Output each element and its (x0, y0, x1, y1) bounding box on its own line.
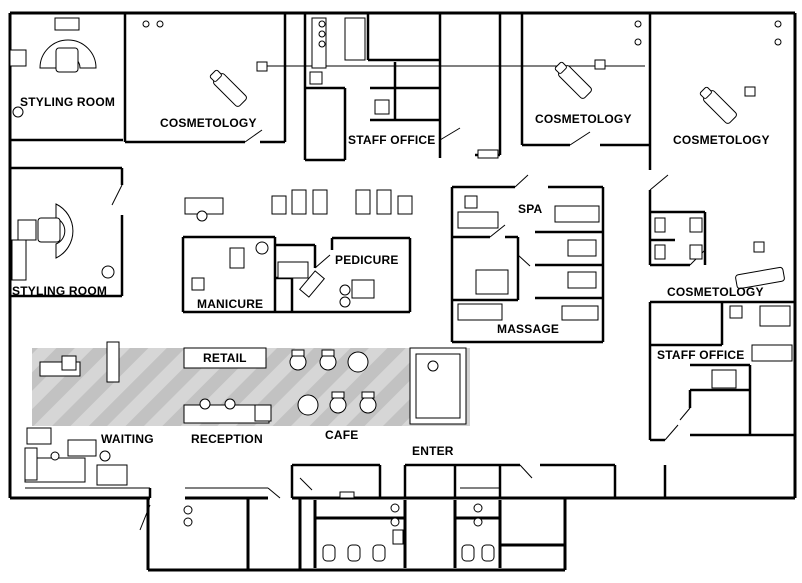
room-label-cosmetology-1: COSMETOLOGY (160, 116, 257, 130)
room-label-retail: RETAIL (203, 351, 247, 365)
room-label-waiting: WAITING (101, 432, 154, 446)
styling-chair-icon (9, 17, 115, 281)
room-label-reception: RECEPTION (191, 432, 263, 446)
room-label-staff-office-right: STAFF OFFICE (657, 348, 745, 362)
restroom-fixtures (183, 491, 495, 562)
room-label-cosmetology-3: COSMETOLOGY (673, 133, 770, 147)
cosmetology-chair-icon (209, 59, 785, 290)
spa-station-icon (457, 195, 600, 321)
room-label-enter: ENTER (412, 444, 454, 458)
outer-walls (8, 11, 797, 572)
room-label-cosmetology-4: COSMETOLOGY (667, 285, 764, 299)
room-label-spa: SPA (518, 202, 543, 216)
cafe-table-icon (289, 349, 377, 416)
small-fixtures (142, 20, 782, 48)
room-label-massage: MASSAGE (497, 322, 560, 336)
room-label-staff-office-top: STAFF OFFICE (348, 133, 436, 147)
room-label-styling-room-top: STYLING ROOM (20, 95, 116, 109)
door-swings (111, 127, 706, 531)
room-label-cafe: CAFE (325, 428, 359, 442)
interior-walls (10, 13, 795, 498)
lobby-furniture (24, 341, 467, 486)
room-label-manicure: MANICURE (197, 297, 264, 311)
room-label-pedicure: PEDICURE (335, 253, 399, 267)
manicure-station-icon (191, 241, 375, 308)
room-label-cosmetology-2: COSMETOLOGY (535, 112, 632, 126)
pedicure-chair-icon (184, 189, 413, 222)
room-label-styling-room-left: STYLING ROOM (12, 284, 108, 298)
